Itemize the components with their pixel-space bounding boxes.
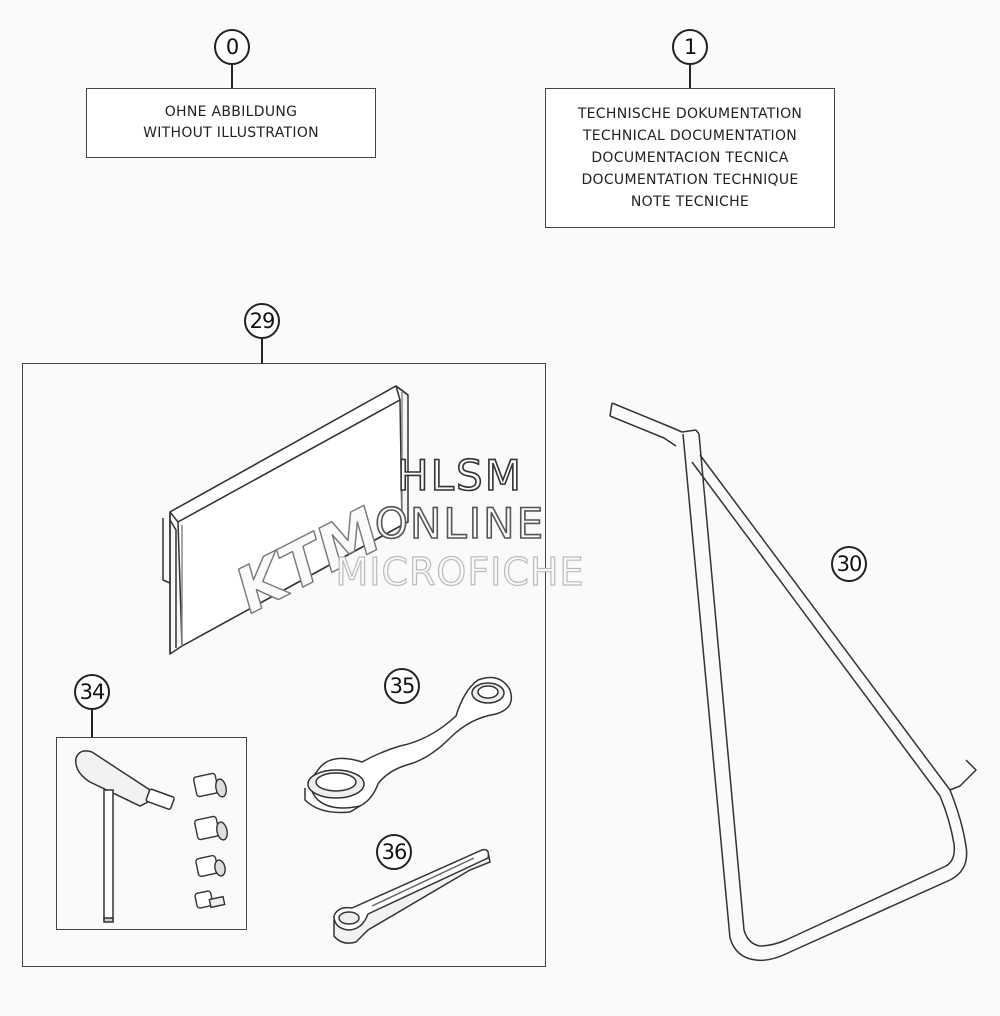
without-illustration-line-de: OHNE ABBILDUNG xyxy=(164,104,298,120)
without-illustration-box: OHNE ABBILDUNG WITHOUT ILLUSTRATION xyxy=(86,88,376,158)
hex-bit-socket xyxy=(194,815,228,841)
hex-key-set-frame xyxy=(56,737,247,930)
leader-line-34 xyxy=(91,710,93,738)
technical-documentation-box: TECHNISCHE DOKUMENTATION TECHNICAL DOCUM… xyxy=(545,88,835,228)
callout-30[interactable]: 30 xyxy=(831,546,867,582)
flat-spanner-illustration[interactable] xyxy=(333,848,491,944)
without-illustration-line-en: WITHOUT ILLUSTRATION xyxy=(143,125,319,141)
leader-line-1 xyxy=(689,65,691,89)
callout-35[interactable]: 35 xyxy=(384,668,420,704)
tech-doc-line-en: TECHNICAL DOCUMENTATION xyxy=(582,128,798,144)
tech-doc-line-de: TECHNISCHE DOKUMENTATION xyxy=(577,106,803,122)
hex-bit-socket xyxy=(194,890,226,909)
tech-doc-line-it: NOTE TECNICHE xyxy=(630,194,750,210)
ring-spanner-illustration[interactable] xyxy=(304,676,513,814)
hex-bit-socket xyxy=(195,854,226,878)
leader-line-29 xyxy=(261,339,263,364)
callout-0[interactable]: 0 xyxy=(214,29,250,65)
tech-doc-line-es: DOCUMENTACION TECNICA xyxy=(591,150,789,166)
leader-line-0 xyxy=(231,65,233,89)
callout-29[interactable]: 29 xyxy=(244,303,280,339)
callout-1[interactable]: 1 xyxy=(672,29,708,65)
side-stand-illustration[interactable] xyxy=(609,402,977,962)
callout-34[interactable]: 34 xyxy=(74,674,110,710)
tech-doc-line-fr: DOCUMENTATION TECHNIQUE xyxy=(581,172,799,188)
hex-bit-socket xyxy=(193,772,227,798)
t-handle-hex-key-illustration[interactable] xyxy=(75,750,175,923)
tool-kit-frame xyxy=(22,363,546,967)
tool-bag-illustration[interactable]: KTM xyxy=(162,385,409,655)
hex-bit-sockets-illustration[interactable] xyxy=(193,772,229,909)
callout-36[interactable]: 36 xyxy=(376,834,412,870)
